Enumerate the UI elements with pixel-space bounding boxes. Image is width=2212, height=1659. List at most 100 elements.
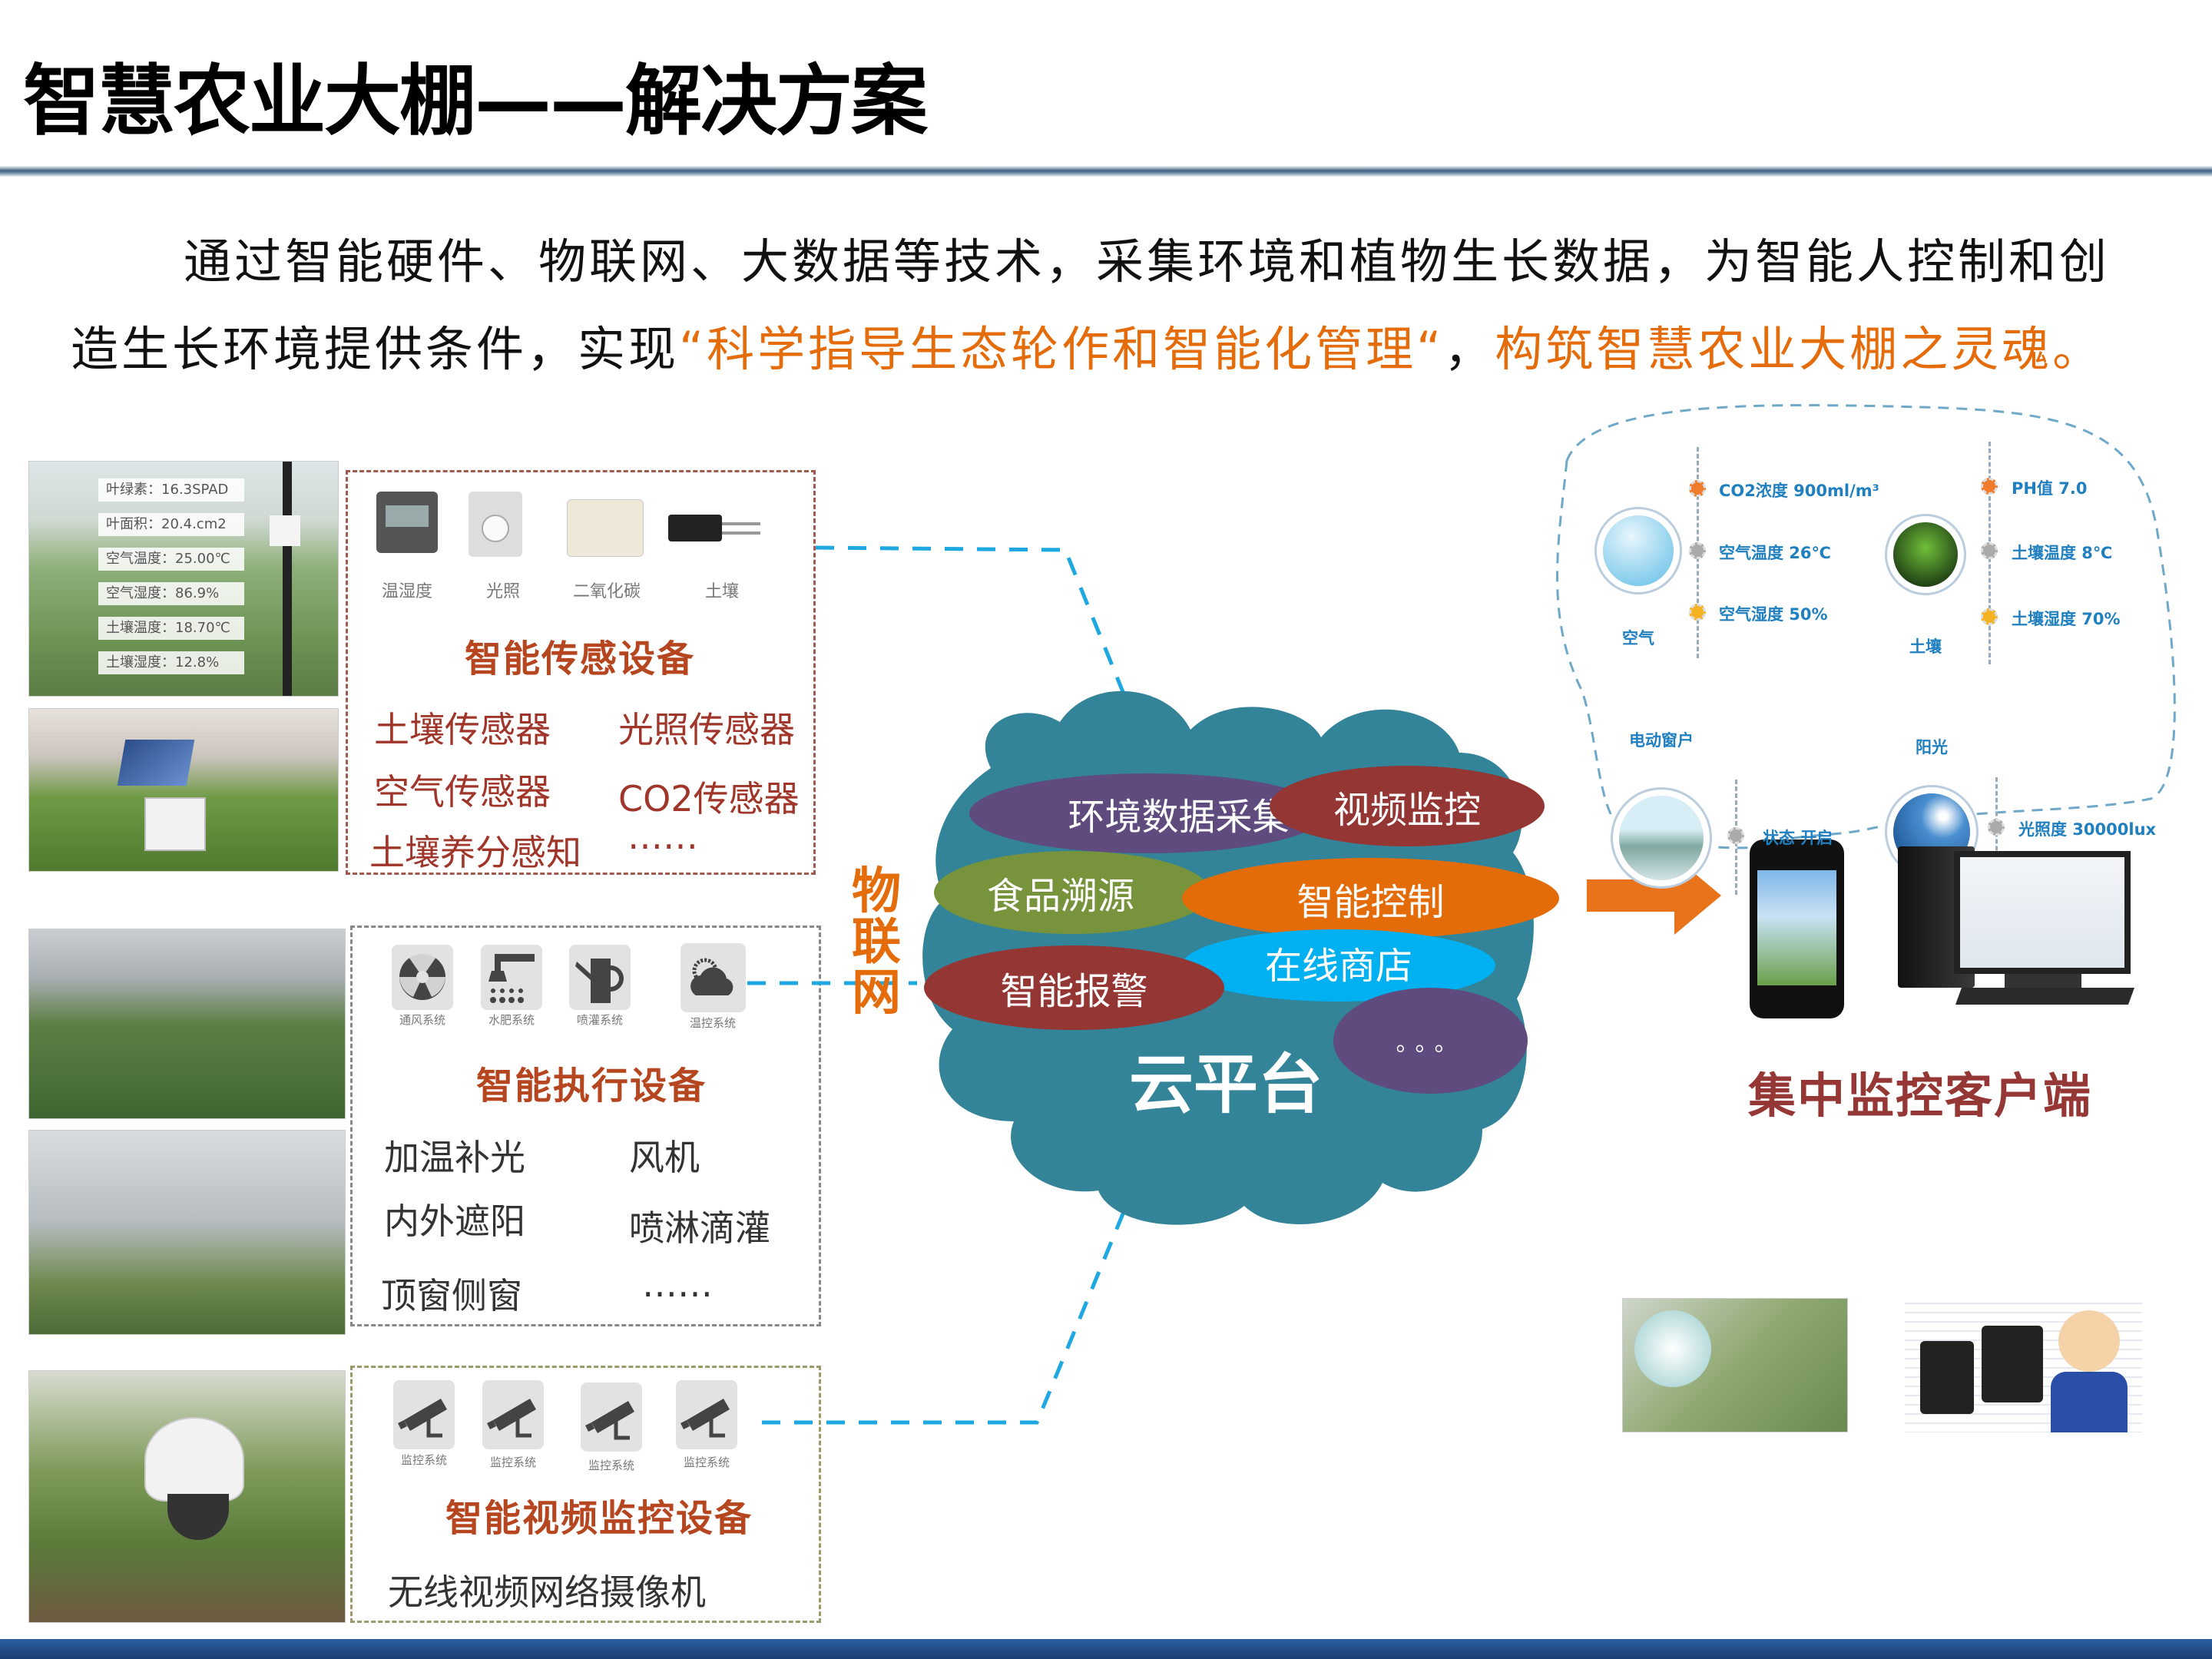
sensing-item: …… <box>628 816 698 857</box>
camera-icon <box>581 1382 642 1452</box>
actuator-item: 内外遮阳 <box>384 1200 525 1242</box>
module-label: 环境数据采集 <box>1068 796 1290 839</box>
air-reading: 空气湿度 50% <box>1719 605 1828 624</box>
cartoon-face <box>2058 1310 2120 1372</box>
icon-label: 喷灌系统 <box>576 1013 623 1027</box>
data-overlay <box>1634 1310 1711 1387</box>
tablet-icon <box>1920 1341 1974 1414</box>
video-item: 无线视频网络摄像机 <box>388 1571 706 1613</box>
status-dot <box>1988 819 2005 836</box>
co2-sensor-icon <box>567 499 644 557</box>
shading-photo <box>28 1130 346 1335</box>
air-label: 空气 <box>1622 629 1654 647</box>
soil-reading: 土壤湿度 70% <box>2012 610 2121 628</box>
module-traceability: 食品溯源 <box>934 851 1210 934</box>
air-icon <box>1603 515 1674 586</box>
sensing-item: 土壤传感器 <box>374 709 551 750</box>
intro-highlight-2: 构筑智慧农业大棚之灵魂。 <box>1495 321 2104 377</box>
intro-line-2: 造生长环境提供条件，实现“科学指导生态轮作和智能化管理“，构筑智慧农业大棚之灵魂… <box>71 310 2103 379</box>
status-dot <box>1689 480 1706 497</box>
overlay-reading: 叶绿素：16.3SPAD <box>98 478 244 502</box>
connector-video <box>762 1198 1131 1425</box>
module-label: 智能报警 <box>1000 970 1148 1013</box>
soil-label: 土壤 <box>1909 637 1942 656</box>
actuator-item: 顶窗侧窗 <box>381 1275 522 1316</box>
iot-label: 物联网 <box>849 866 903 1018</box>
soil-icon <box>1893 522 1958 587</box>
status-dot <box>1727 827 1744 844</box>
soil-reading: 土壤温度 8℃ <box>2012 544 2113 562</box>
module-env-data: 环境数据采集 <box>969 773 1326 853</box>
overlay-reading: 叶面积：20.4.cm2 <box>98 513 244 536</box>
dome-camera <box>144 1417 244 1502</box>
icon-label: 土壤 <box>704 582 739 601</box>
icon-label: 监控系统 <box>588 1459 634 1472</box>
cloud-title: 云平台 <box>1129 1047 1323 1122</box>
sensor-housing <box>270 515 300 546</box>
sun-reading: 光照度 30000lux <box>2018 820 2157 839</box>
sun-label: 阳光 <box>1916 738 1948 757</box>
status-dot <box>1981 478 1998 495</box>
phone-icon <box>1750 839 1844 1018</box>
icon-label: 光照 <box>485 582 520 601</box>
sensing-item: CO2传感器 <box>618 778 800 820</box>
icon-label: 水肥系统 <box>488 1013 535 1027</box>
module-label: 视频监控 <box>1333 788 1481 832</box>
shower-icon <box>481 945 542 1010</box>
monitor-stand <box>2005 974 2081 989</box>
air-reading: CO2浓度 900ml/m³ <box>1719 482 1879 500</box>
iot-char: 联 <box>852 914 901 971</box>
air-reading: 空气温度 26℃ <box>1719 544 1831 562</box>
icon-label: 监控系统 <box>489 1455 536 1469</box>
module-more: 。。。 <box>1333 988 1528 1094</box>
solar-station-photo <box>28 708 339 872</box>
module-label: 智能控制 <box>1296 880 1445 924</box>
module-label: 食品溯源 <box>986 875 1134 918</box>
status-dot <box>1981 608 1998 625</box>
sensing-item: 土壤养分感知 <box>369 832 581 873</box>
camera-icon <box>393 1380 455 1449</box>
page-title: 智慧农业大棚——解决方案 <box>23 56 928 146</box>
video-title: 智能视频监控设备 <box>445 1497 753 1540</box>
camera-icon <box>676 1380 737 1449</box>
soil-sensor-icon <box>668 515 760 541</box>
light-sensor-icon <box>469 492 522 557</box>
camera-icon <box>482 1380 544 1449</box>
greenhouse-sensor-photo: 叶绿素：16.3SPAD 叶面积：20.4.cm2 空气温度：25.00℃ 空气… <box>28 461 339 697</box>
actuator-item: 加温补光 <box>384 1137 525 1178</box>
actuator-devices-panel <box>350 926 821 1326</box>
iot-char: 物 <box>852 863 901 920</box>
phone-screen <box>1757 870 1836 985</box>
sensor-display <box>386 505 429 527</box>
module-label: 。。。 <box>1396 1030 1465 1057</box>
header-divider <box>0 166 2212 177</box>
cartoon-tablet-illustration <box>1905 1295 2142 1432</box>
humidity-sensor-icon <box>376 492 438 553</box>
icon-label: 通风系统 <box>399 1013 445 1027</box>
overlay-reading: 空气湿度：86.9% <box>98 582 244 605</box>
monitor-screen <box>1960 857 2124 968</box>
client-title: 集中监控客户端 <box>1748 1068 2093 1124</box>
tablet-icon <box>1982 1326 2043 1402</box>
module-control: 智能控制 <box>1182 858 1559 939</box>
monitor-icon <box>1954 851 2131 974</box>
sensing-item: 空气传感器 <box>374 771 551 813</box>
status-dot <box>1981 542 1998 559</box>
actuator-item: 喷淋滴灌 <box>629 1207 770 1249</box>
module-label: 在线商店 <box>1264 945 1412 988</box>
actuator-item: …… <box>642 1263 713 1305</box>
station-box <box>144 797 206 851</box>
window-label: 电动窗户 <box>1629 731 1694 750</box>
icon-label: 监控系统 <box>400 1453 447 1467</box>
keyboard-icon <box>1955 988 2135 1005</box>
weather-icon <box>680 943 746 1012</box>
actuator-item: 风机 <box>629 1137 700 1178</box>
status-dot <box>1689 604 1706 621</box>
irrigation-photo <box>28 929 346 1119</box>
light-dome <box>482 515 509 542</box>
fan-icon <box>392 945 453 1010</box>
footer-bar <box>0 1639 2212 1659</box>
video-devices-panel <box>350 1366 821 1623</box>
module-video: 视频监控 <box>1270 766 1545 846</box>
intro-line-1: 通过智能硬件、物联网、大数据等技术，采集环境和植物生长数据，为智能人控制和创 <box>184 233 2111 290</box>
